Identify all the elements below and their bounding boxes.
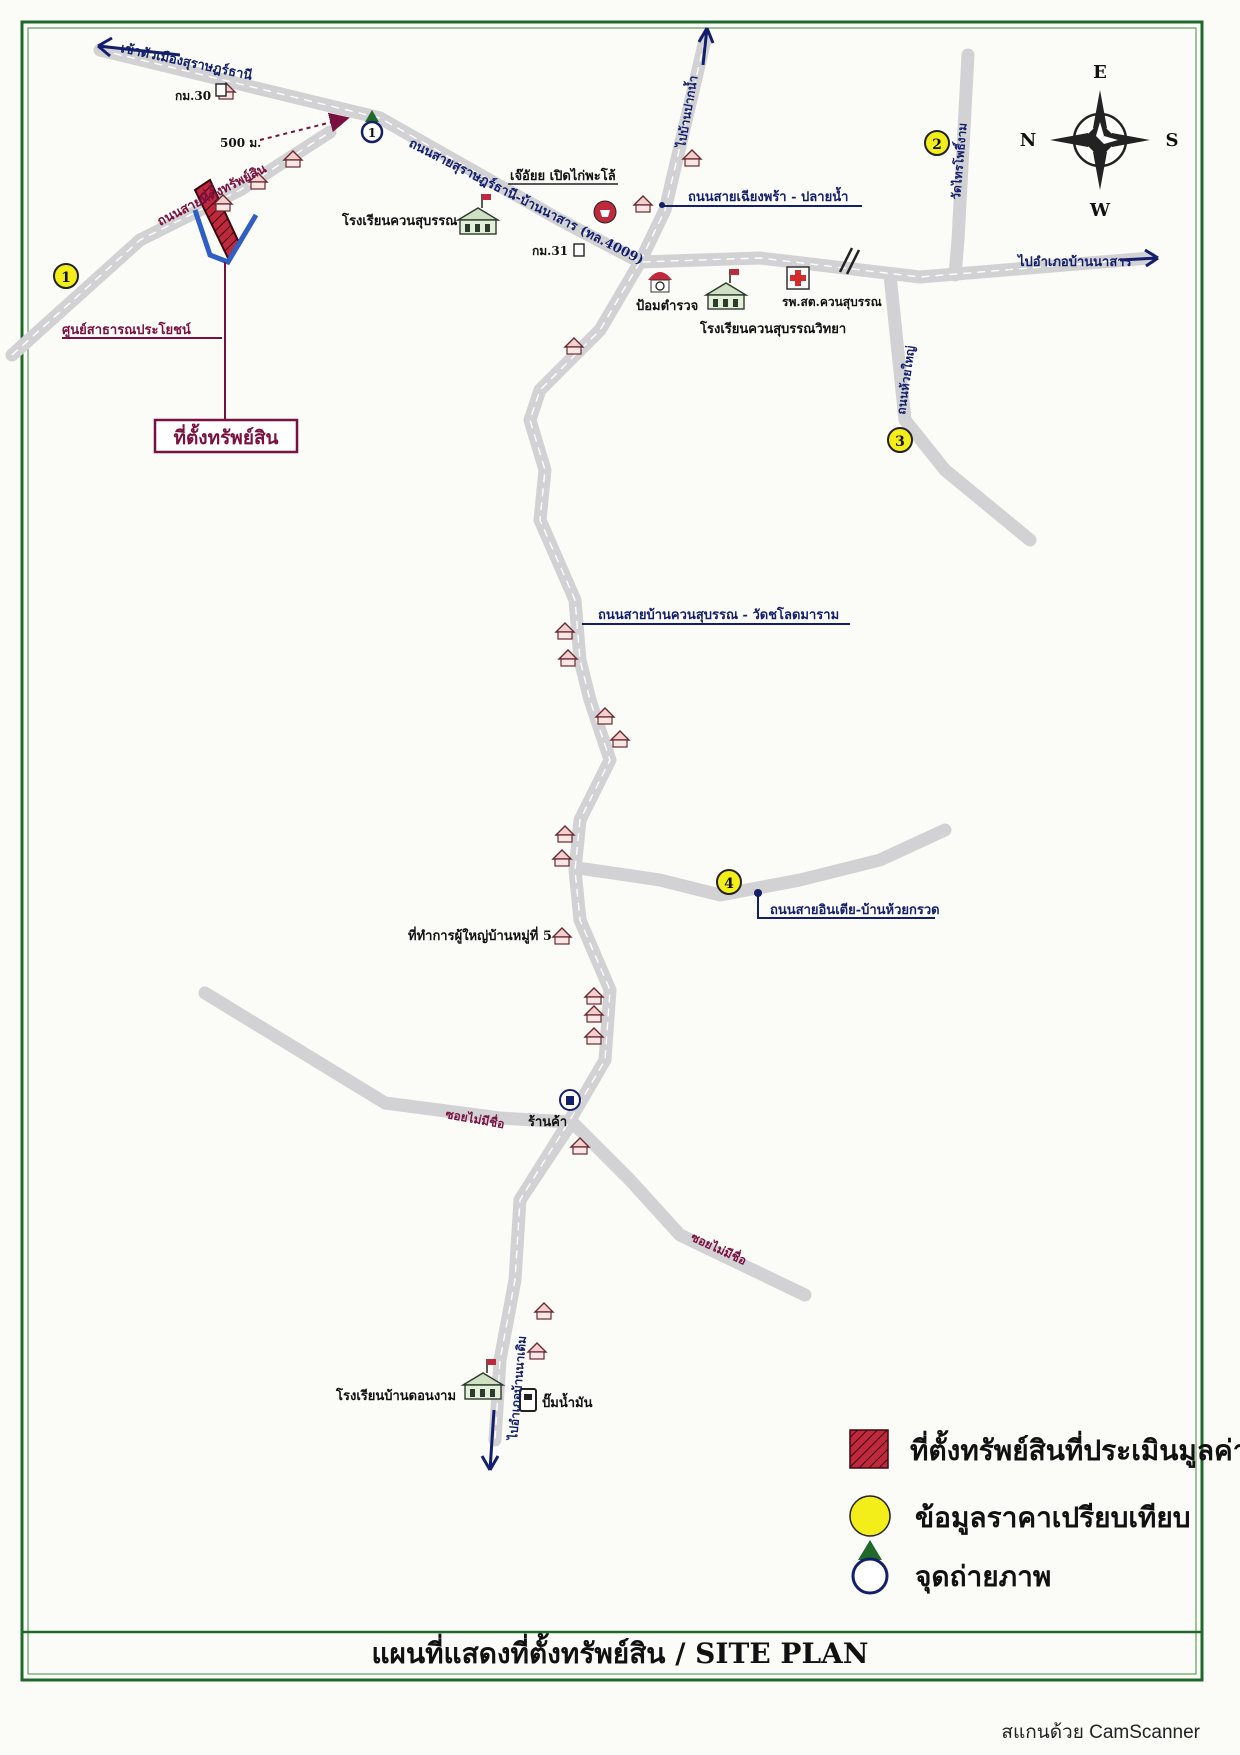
shop-icon: [559, 1089, 581, 1111]
road-property: [5, 125, 337, 362]
label-500m: 500 ม.: [220, 136, 261, 150]
label-shop: ร้านค้า: [528, 1114, 567, 1130]
label-police: ป้อมตำรวจ: [636, 298, 698, 314]
legend-comparison-swatch: [849, 1495, 891, 1537]
arrow-east-icon: [1119, 248, 1159, 268]
label-main-road: ถนนสายสุราษฎร์ธานี-บ้านนาสาร (ทล.4009): [406, 135, 646, 268]
svg-text:1: 1: [368, 126, 376, 140]
photo-point-1[interactable]: 1: [360, 110, 384, 144]
soi-west: [198, 986, 577, 1129]
label-hospital: รพ.สต.ควนสุบรรณ: [782, 295, 882, 310]
bridge-icon: [838, 247, 861, 275]
road-huai-yai: [883, 268, 1037, 547]
km-post-icon: [215, 83, 227, 97]
page-title: แผนที่แสดงที่ตั้งทรัพย์สิน / SITE PLAN: [371, 1637, 869, 1670]
label-market: เจ๊อัยย เปิดไก่พะโล้: [510, 167, 616, 184]
comparison-marker-1[interactable]: 1: [53, 263, 79, 289]
road-wat-phrai: [948, 48, 975, 282]
gas-station-icon: [519, 1388, 537, 1412]
label-village-head: ที่ทำการผู้ใหญ่บ้านหมู่ที่ 5: [408, 926, 552, 944]
label-road-chiang-phra: ถนนสายเฉียงพร้า - ปลายน้ำ: [688, 186, 848, 205]
property-road-highlight: [192, 209, 259, 266]
comparison-marker-2[interactable]: 2: [924, 130, 950, 156]
label-school1: โรงเรียนควนสุบรรณ: [341, 212, 457, 229]
svg-text:4: 4: [724, 876, 734, 892]
arrow-south-icon: [480, 1409, 500, 1471]
road-north: [633, 33, 712, 269]
label-gas: ปั๊มน้ำมัน: [542, 1392, 593, 1411]
compass-label-w: W: [1089, 200, 1111, 221]
property-label-box: [153, 418, 299, 454]
km-post-icon: [573, 243, 585, 257]
label-to-pak-nam: ไปบ้านปากน้ำ: [671, 74, 701, 151]
label-to-ban-na-san: ไปอำเภอบ้านนาสาร: [1016, 253, 1132, 270]
property-label: ที่ตั้งทรัพย์สิน: [173, 423, 278, 449]
compass-rose: E W N S: [1020, 62, 1179, 221]
compass-label-e: E: [1093, 62, 1107, 83]
label-km30: กม.30: [175, 89, 211, 103]
school-icon: [457, 193, 499, 235]
label-school3: โรงเรียนบ้านดอนงาม: [335, 1387, 456, 1404]
market-icon: [593, 200, 617, 224]
label-road-in-tia: ถนนสายอินเตีย-บ้านห้วยกรวด: [770, 902, 940, 918]
compass-label-s: S: [1166, 130, 1179, 151]
school-icon: [705, 268, 747, 310]
legend: ที่ตั้งทรัพย์สินที่ประเมินมูลค่า ข้อมูลร…: [849, 1429, 1240, 1595]
label-public-center: ศูนย์สาธารณประโยชน์: [62, 321, 191, 338]
legend-property-label: ที่ตั้งทรัพย์สินที่ประเมินมูลค่า: [910, 1429, 1240, 1468]
hospital-icon: [786, 266, 810, 290]
comparison-marker-3[interactable]: 3: [887, 427, 913, 453]
legend-photo-point-icon: [851, 1540, 889, 1595]
scanner-watermark: สแกนด้วย CamScanner: [1001, 1722, 1200, 1743]
police-icon: [648, 272, 672, 293]
comparison-marker-4[interactable]: 4: [716, 869, 742, 895]
svg-text:3: 3: [895, 434, 905, 450]
svg-text:2: 2: [932, 137, 942, 153]
arrow-north-icon: [697, 27, 715, 66]
label-km31: กม.31: [532, 244, 568, 258]
map-border: [20, 20, 1204, 1682]
label-road-khuan-suban: ถนนสายบ้านควนสุบรรณ - วัดชโลดมาราม: [598, 606, 839, 623]
soi-east: [568, 1118, 812, 1302]
legend-property-swatch: [849, 1429, 889, 1469]
road-south: [488, 255, 647, 1447]
label-school2: โรงเรียนควนสุบรรณวิทยา: [699, 320, 846, 337]
svg-text:1: 1: [61, 270, 71, 286]
legend-comparison-label: ข้อมูลราคาเปรียบเทียบ: [915, 1501, 1191, 1535]
road-in-tia: [571, 823, 952, 902]
arrow-to-surat-icon: [97, 36, 181, 58]
map-border-inner: [27, 27, 1197, 1675]
compass-label-n: N: [1020, 130, 1036, 151]
legend-photo-label: จุดถ่ายภาพ: [915, 1560, 1051, 1594]
